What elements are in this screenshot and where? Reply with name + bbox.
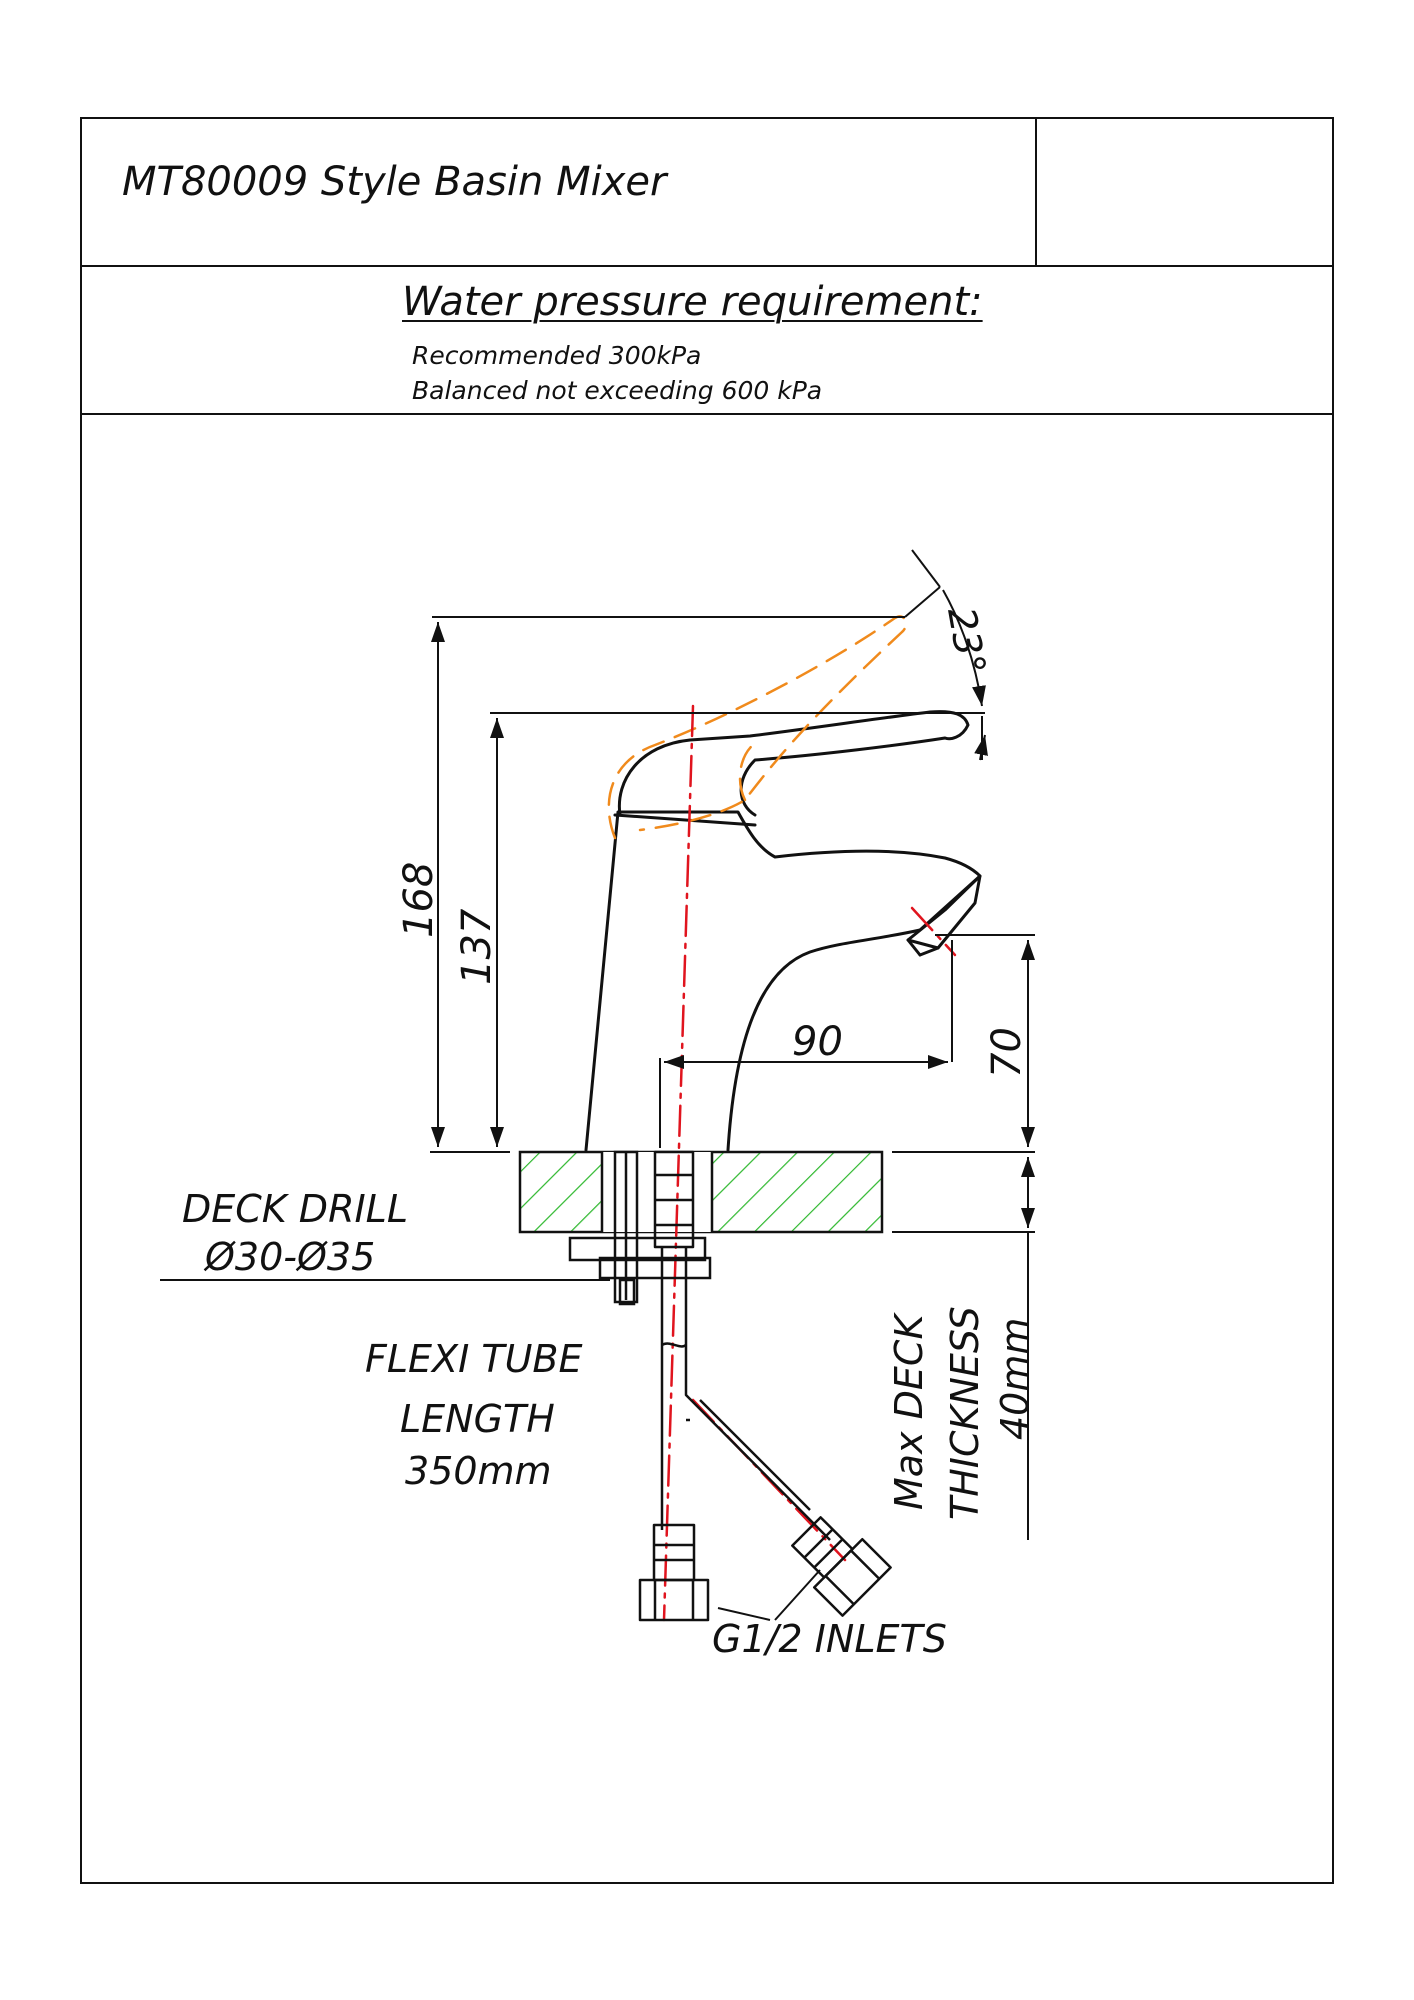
deck-drill-diameter: Ø30-Ø35 [203,1235,375,1279]
inlets-label: G1/2 INLETS [712,1617,947,1661]
pressure-requirements: Water pressure requirement: Recommended … [82,267,1332,415]
mounting-stud [568,1150,712,1306]
mixer-body [584,710,982,1152]
title-cell: MT80009 Style Basin Mixer [82,119,1037,267]
requirement-line: Balanced not exceeding 600 kPa [412,376,823,405]
max-deck-label: Max DECK [887,1312,931,1510]
drawing-sheet: MT80009 Style Basin Mixer Water pressure… [80,117,1334,1884]
dimension-lines [160,549,1035,1621]
product-title: MT80009 Style Basin Mixer [122,159,667,205]
handle-open-position [607,615,908,840]
flexi-length-label: LENGTH [400,1397,555,1441]
requirement-line: Recommended 300kPa [412,341,702,370]
requirement-heading: Water pressure requirement: [402,279,983,325]
angle-dimension: 23° [939,604,994,678]
title-block: MT80009 Style Basin Mixer [82,119,1332,267]
flexi-tubes [638,1150,892,1622]
flexi-tube-label: FLEXI TUBE [365,1337,582,1381]
flexi-length-value: 350mm [405,1449,552,1493]
spout-clearance-dimension: 70 [984,1027,1030,1078]
max-deck-value: 40mm [993,1318,1037,1440]
spout-reach-dimension: 90 [792,1019,843,1065]
body-height-dimension: 137 [454,908,500,985]
max-deck-thickness-label: THICKNESS [943,1306,987,1520]
deck-section [430,1150,1035,1234]
overall-height-dimension: 168 [396,862,442,938]
deck-drill-label: DECK DRILL [182,1187,408,1231]
